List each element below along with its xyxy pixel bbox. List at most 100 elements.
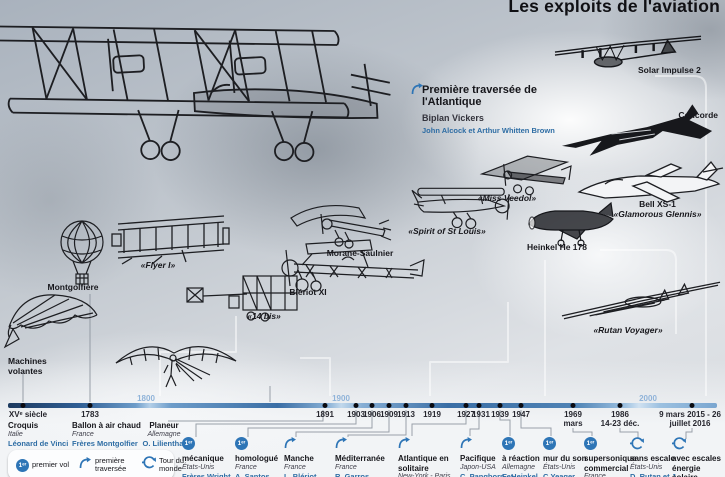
atlantic-crossing-annotation: Première traversée de l'Atlantique Bipla… [411, 82, 561, 135]
legend-box: 1ᵉʳ premier vol première traversée Tour … [8, 450, 184, 477]
label-montgolfiere: Montgolfière [47, 282, 99, 292]
rutan-voyager-illustration [560, 272, 722, 332]
century-marker-1800: 1800 [137, 394, 155, 403]
premier-icon-text: 1ᵉʳ [586, 439, 595, 447]
premier-vol-icon: 1ᵉʳ [502, 437, 515, 450]
event-title: homologué [235, 454, 279, 463]
timeline-dot [429, 403, 435, 408]
legend-premier-vol: 1ᵉʳ premier vol [16, 458, 72, 472]
event-country: France [335, 463, 357, 471]
timeline-dot [322, 403, 328, 408]
premier-icon-text: 1ᵉʳ [18, 461, 27, 469]
event-mediterranee: Méditerranée France R. Garros [335, 437, 391, 477]
event-name: C.Yeager [543, 471, 576, 477]
tick-1903: 1903 [347, 410, 365, 419]
timeline-dot [369, 403, 375, 408]
event-title: supersonique commercial [584, 454, 637, 473]
label-bell-xs1: Bell XS-1 «Glamorous Glennis» [595, 199, 720, 220]
event-pacifique: Pacifique Japon-USA C. Pangborn et H. He… [460, 437, 514, 477]
timeline-dot [386, 403, 392, 408]
tick-sub: 14-23 déc. [600, 418, 640, 428]
event-title: mur du son [543, 454, 587, 463]
event-name: D. Rutan et J. Yeager [630, 471, 678, 477]
tick-1891: 1891 [316, 410, 334, 419]
century-marker-1900: 1900 [332, 394, 350, 403]
timeline-dot [689, 403, 695, 408]
event-title: Croquis [8, 421, 39, 430]
event-manche: Manche France L. Blériot [284, 437, 330, 477]
machines-volantes-illustration [3, 283, 101, 361]
event-title: à réaction [502, 454, 540, 463]
timeline-dot [353, 403, 359, 408]
event-a-reaction: 1ᵉʳ à réaction Allemagne E. Heinkel [502, 437, 548, 477]
tour-du-monde-icon [672, 437, 686, 452]
tick-1913: 1913 [397, 410, 415, 419]
tick-1986: 1986 14-23 déc. [600, 410, 640, 429]
tick-1783: 1783 [81, 410, 99, 419]
timeline-dot [20, 403, 26, 408]
event-country: Allemagne [502, 463, 536, 471]
annotation-aircraft: Biplan Vickers [422, 112, 484, 123]
label-miss-veedol: «Miss Veedol» [477, 193, 537, 203]
event-croquis: Croquis Italie Léonard de Vinci [8, 421, 78, 448]
event-title: avec escales énergie solaire [672, 454, 721, 477]
premier-icon-text: 1ᵉʳ [545, 439, 554, 447]
legend-premiere-traversee: première traversée [79, 456, 135, 474]
century-marker-2000: 2000 [639, 394, 657, 403]
label-spirit-of-st-louis: «Spirit of St Louis» [408, 226, 486, 236]
tick-1906: 1906 [363, 410, 381, 419]
tick-1969: 1969 mars [563, 410, 582, 429]
event-name: Frères Montgolfier [72, 438, 138, 448]
event-country: Italie [8, 430, 23, 438]
tick-1909: 1909 [380, 410, 398, 419]
spirit-of-st-louis-illustration [411, 182, 512, 230]
bell-xs1-illustration [575, 160, 724, 210]
miss-veedol-illustration [478, 148, 573, 196]
vickers-vimy-illustration [0, 0, 394, 186]
event-title: Manche [284, 454, 314, 463]
label-14bis: «14 bis» [247, 311, 281, 321]
event-country: Allemagne [147, 430, 181, 438]
tick-1927: 1927 [457, 410, 475, 419]
bell-nickname: «Glamorous Glennis» [613, 208, 702, 219]
tick-1947: 1947 [512, 410, 530, 419]
event-title: mécanique [182, 454, 224, 463]
timeline-dot [87, 403, 93, 408]
event-name: Frères Wright [182, 471, 231, 477]
label-machines-volantes: Machines volantes [8, 356, 47, 376]
event-country: New-York - Paris [398, 473, 451, 477]
montgolfiere-illustration [55, 218, 109, 290]
premier-icon-text: 1ᵉʳ [237, 439, 246, 447]
legend-label: première traversée [95, 456, 127, 473]
event-country: États-Unis [182, 463, 215, 471]
tick-1919: 1919 [423, 410, 441, 419]
timeline-dot [617, 403, 623, 408]
event-name: A. Santos Dumont [235, 471, 270, 477]
timeline-dot [570, 403, 576, 408]
tour-du-monde-icon [142, 456, 156, 474]
event-atlantique-solitaire: Atlantique en solitaire New-York - Paris… [398, 437, 462, 477]
premiere-traversee-icon [79, 456, 92, 474]
event-country: États-Unis [630, 463, 663, 471]
premier-vol-icon: 1ᵉʳ [182, 437, 195, 450]
premiere-traversee-icon [460, 437, 473, 451]
solar-impulse-illustration [553, 32, 703, 82]
bell-name: Bell XS-1 [639, 199, 676, 209]
event-avec-escales: avec escales énergie solaire B. Piccard … [672, 437, 725, 477]
event-country: France [72, 430, 94, 438]
premier-vol-icon: 1ᵉʳ [543, 437, 556, 450]
timeline-bar [8, 403, 717, 408]
tick-1931: 1931 [472, 410, 490, 419]
tick-year: 1986 [611, 410, 629, 419]
event-title: sans escale [630, 454, 675, 463]
timeline-dot [518, 403, 524, 408]
concorde-illustration [560, 100, 720, 166]
event-title: Ballon à air chaud [72, 421, 141, 430]
legend-label: premier vol [32, 460, 70, 470]
premiere-traversee-icon [411, 82, 424, 100]
event-name: C. Pangborn et H. Herndon [460, 471, 514, 477]
premiere-traversee-icon [335, 437, 348, 451]
page-title: Les exploits de l'aviation [508, 0, 720, 16]
event-planeur: Planeur Allemagne O. Lilienthal [141, 421, 187, 448]
